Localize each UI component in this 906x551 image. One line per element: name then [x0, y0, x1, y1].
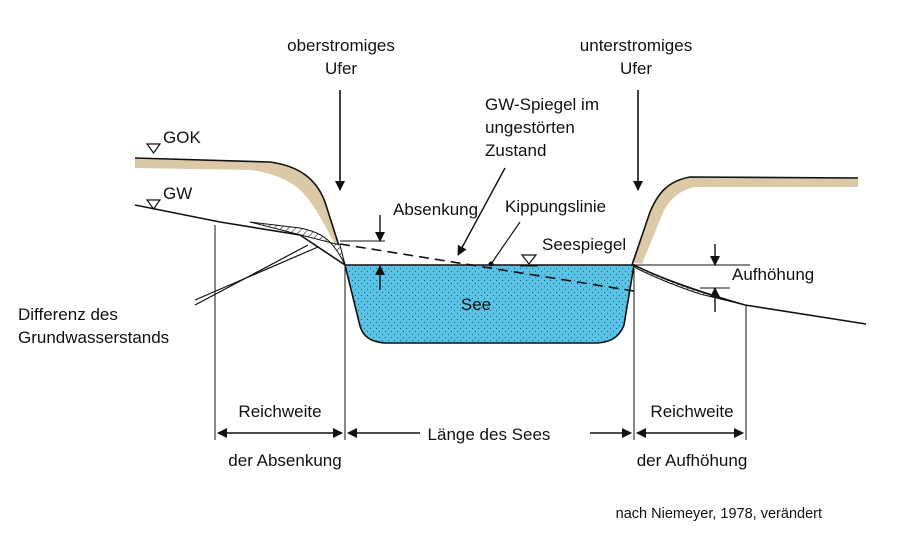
soil-band-right: [632, 177, 858, 264]
label-gw-spiegel-3: Zustand: [485, 141, 546, 160]
label-differenz-2: Grundwasserstands: [18, 328, 169, 347]
label-gw-spiegel-2: ungestörten: [485, 118, 575, 137]
label-unterstromiges-2: Ufer: [620, 59, 652, 78]
differenz-pointer-1: [194, 246, 319, 301]
label-seespiegel: Seespiegel: [542, 235, 626, 254]
label-reichweite-left: Reichweite: [238, 402, 321, 421]
label-gok: GOK: [163, 128, 201, 147]
label-gw: GW: [163, 184, 192, 203]
soil-band-left: [135, 158, 340, 245]
groundwater-line-left: [134, 204, 346, 266]
label-see: See: [461, 295, 491, 314]
label-oberstromiges-1: oberstromiges: [287, 36, 395, 55]
label-laenge: Länge des Sees: [428, 425, 551, 444]
undisturbed-groundwater-dashed: [339, 243, 641, 293]
groundwater-line-right: [633, 264, 867, 325]
gw-spiegel-arrow: [457, 167, 506, 256]
source-citation: nach Niemeyer, 1978, verändert: [616, 506, 822, 522]
seespiegel-symbol: [520, 254, 538, 265]
hatch-right: [632, 263, 746, 306]
label-oberstromiges-2: Ufer: [325, 59, 357, 78]
gok-symbol: [145, 143, 162, 155]
ground-surface-right: [631, 176, 859, 266]
label-aufhoehung-range: der Aufhöhung: [637, 451, 748, 470]
label-absenkung: Absenkung: [393, 200, 478, 219]
gw-symbol: [145, 199, 162, 211]
differenz-pointer-2: [194, 244, 309, 306]
label-kippungslinie: Kippungslinie: [505, 197, 606, 216]
label-unterstromiges-1: unterstromiges: [580, 36, 692, 55]
kippungslinie-dot: [488, 261, 494, 267]
lake-water: [343, 264, 635, 344]
ground-surface-left: [134, 157, 346, 266]
kippungslinie-pointer: [490, 221, 521, 265]
label-reichweite-right: Reichweite: [650, 402, 733, 421]
label-gw-spiegel-1: GW-Spiegel im: [485, 95, 599, 114]
label-absenkung-range: der Absenkung: [228, 451, 341, 470]
label-aufhoehung: Aufhöhung: [732, 265, 814, 284]
label-differenz-1: Differenz des: [18, 305, 118, 324]
